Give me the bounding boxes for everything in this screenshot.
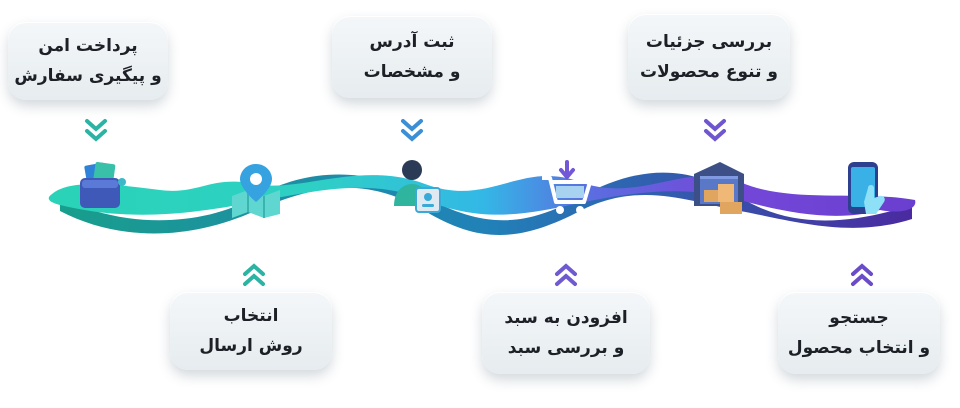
chevron-down-icon <box>85 119 107 142</box>
step-card-payment: پرداخت امن و پیگیری سفارش <box>8 22 168 100</box>
step-title: انتخاب <box>223 306 279 326</box>
step-title: جستجو <box>829 308 889 328</box>
step-subtitle: و بررسی سبد <box>507 338 625 358</box>
chevron-down-icon <box>704 119 726 142</box>
step-card-search: جستجو و انتخاب محصول <box>778 292 940 374</box>
wallet-cards-icon <box>80 161 126 208</box>
chevron-up-icon <box>851 263 873 286</box>
chevron-down-icon <box>401 119 423 142</box>
map-location-pin-icon <box>232 164 280 218</box>
step-subtitle: روش ارسال <box>199 336 303 356</box>
step-title: پرداخت امن <box>38 36 138 56</box>
step-subtitle: و پیگیری سفارش <box>14 66 162 86</box>
step-title: افزودن به سبد <box>504 308 628 328</box>
step-card-cart: افزودن به سبد و بررسی سبد <box>482 292 650 374</box>
chevron-up-icon <box>243 263 265 286</box>
chevron-up-icon <box>555 263 577 286</box>
step-card-address: ثبت آدرس و مشخصات <box>332 16 492 98</box>
warehouse-boxes-icon <box>694 162 744 214</box>
phone-tap-icon <box>848 162 885 214</box>
step-subtitle: و مشخصات <box>363 62 461 82</box>
step-subtitle: و تنوع محصولات <box>640 62 778 82</box>
step-title: بررسی جزئیات <box>645 32 773 52</box>
step-card-details: بررسی جزئیات و تنوع محصولات <box>628 14 790 100</box>
user-id-badge-icon <box>394 160 441 213</box>
step-subtitle: و انتخاب محصول <box>787 338 931 358</box>
step-title: ثبت آدرس <box>369 32 455 52</box>
shopping-cart-icon <box>542 160 592 214</box>
step-card-shipping: انتخاب روش ارسال <box>170 292 332 370</box>
